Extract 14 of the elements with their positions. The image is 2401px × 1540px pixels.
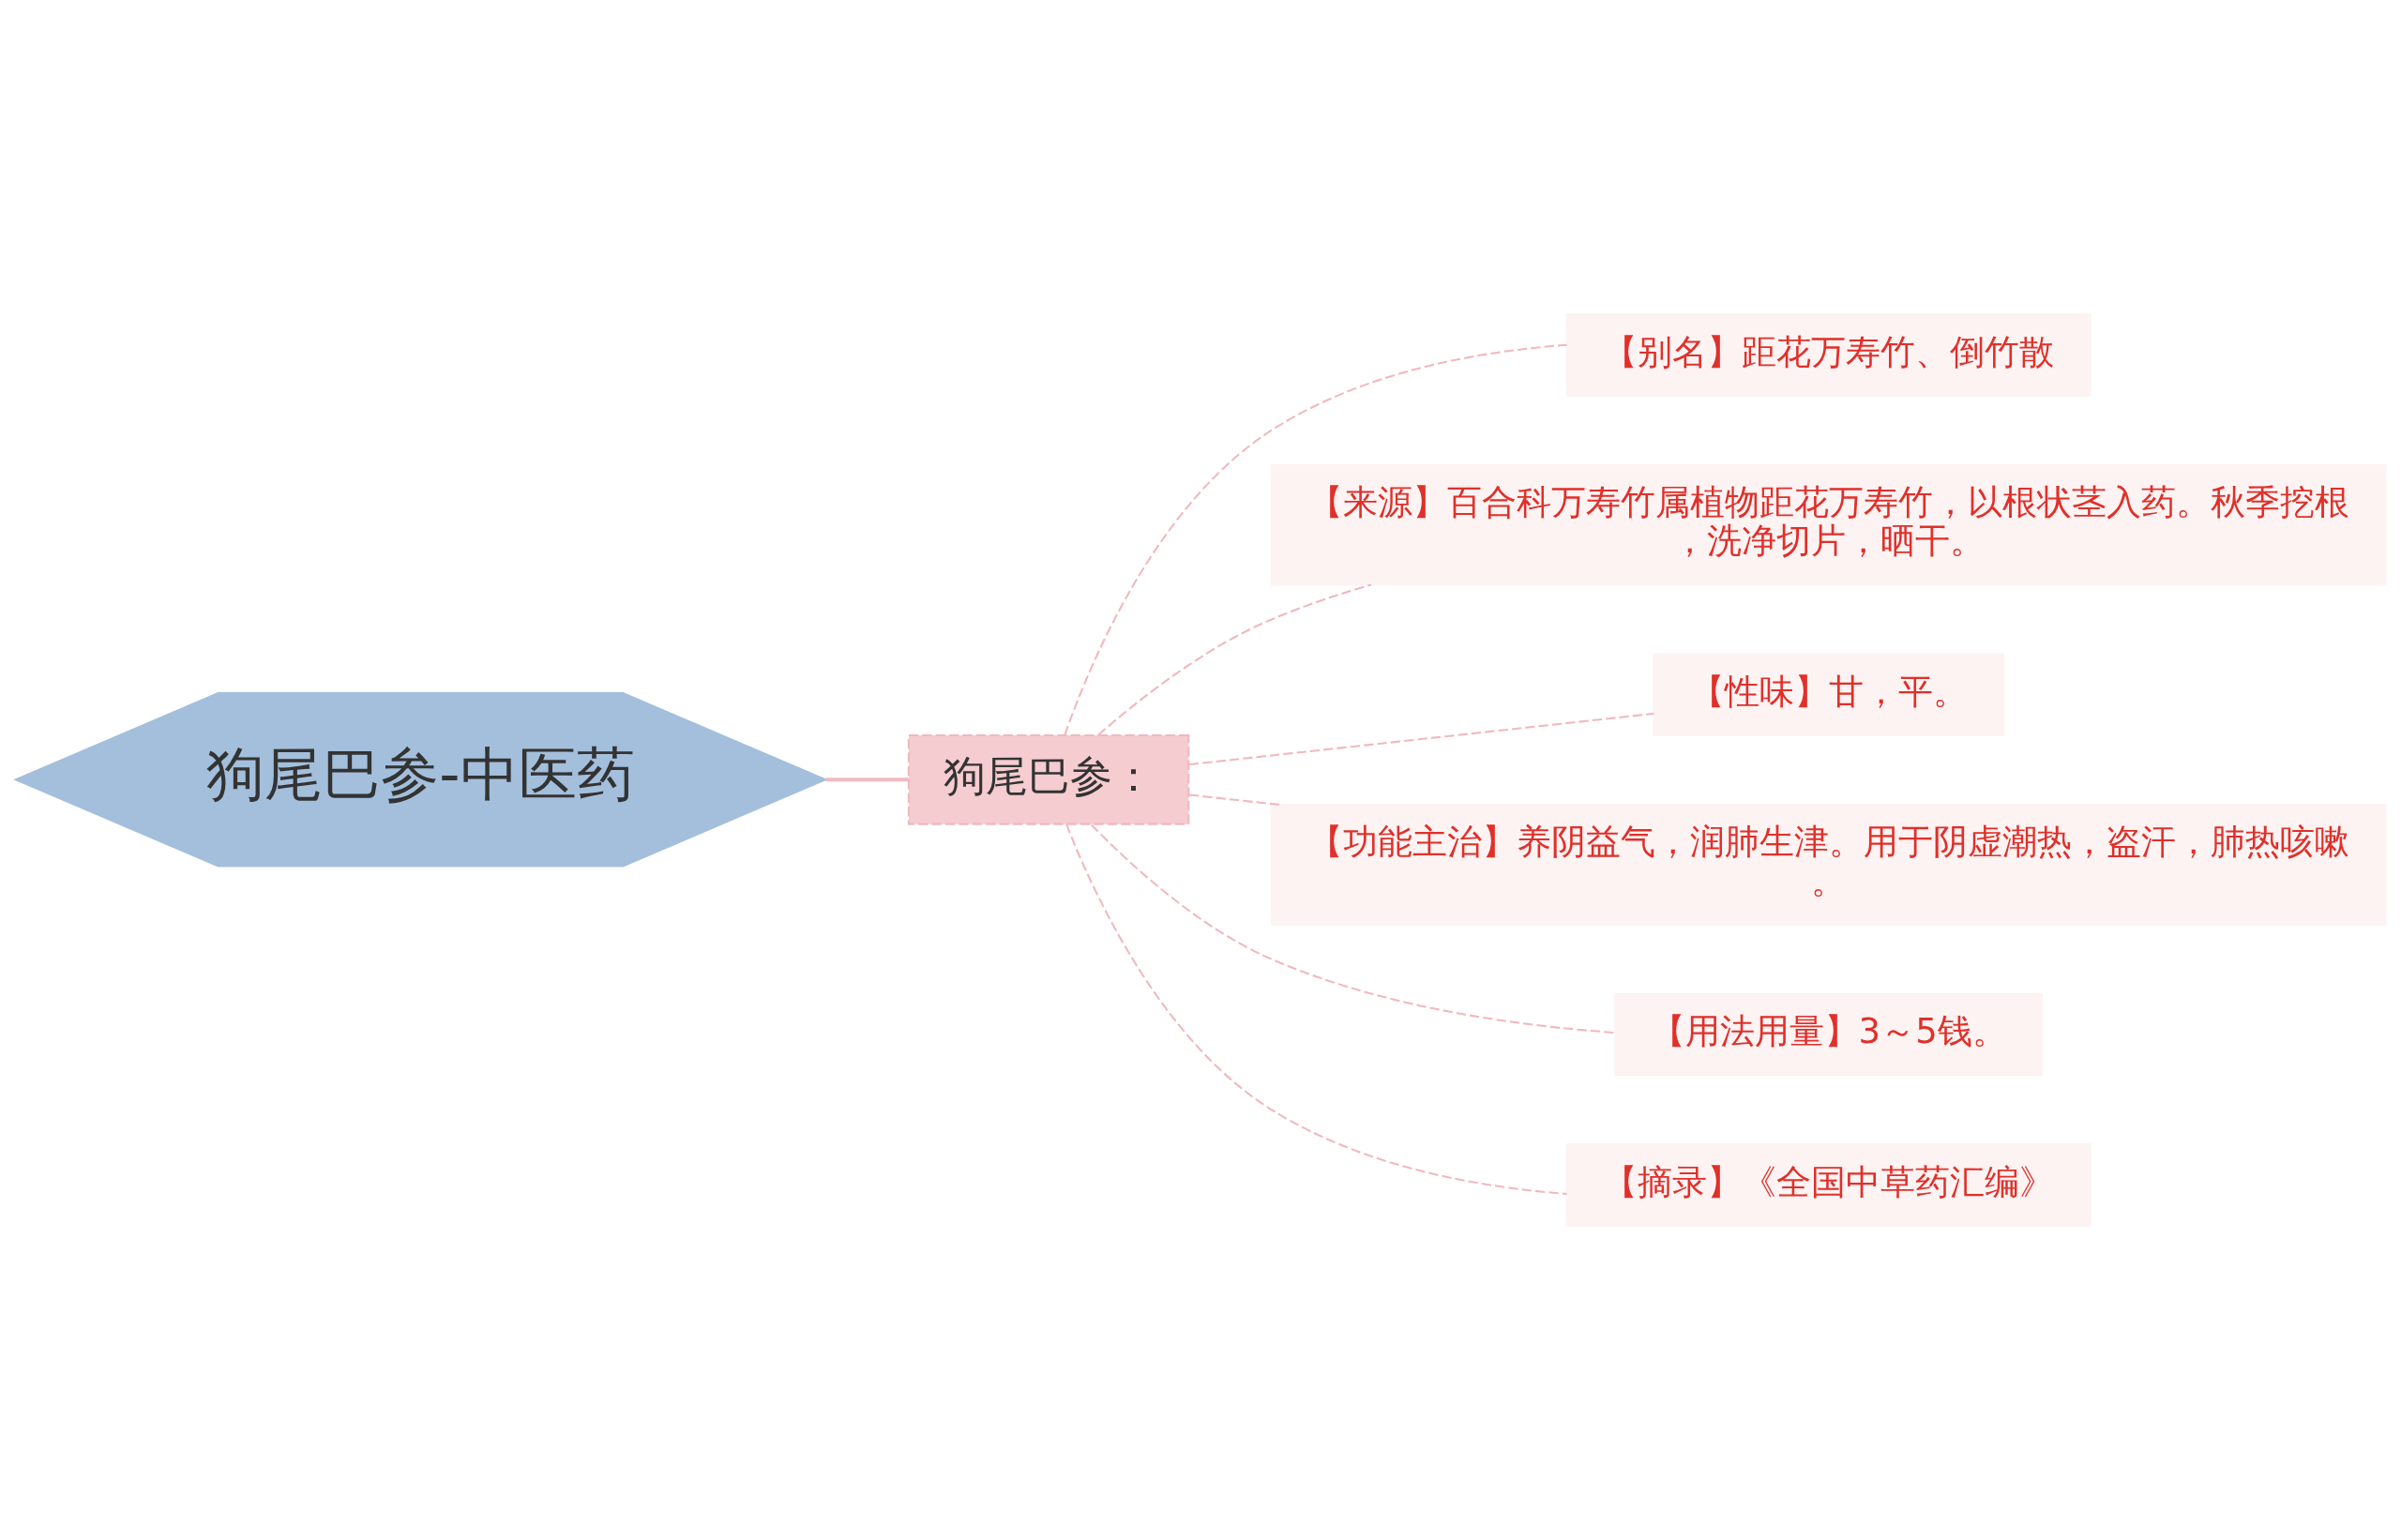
connector xyxy=(1188,712,1654,766)
node-box: 【性味】甘，平。 xyxy=(1653,653,2004,736)
connector xyxy=(1064,343,1567,735)
connector xyxy=(1188,793,1280,806)
node-box: 狗尾巴参： xyxy=(907,733,1190,825)
connector xyxy=(1097,583,1372,736)
node-box: 【来源】百合科万寿竹属植物距花万寿竹，以根状茎入药。秋季挖根，洗净切片，晒干。 xyxy=(1270,463,2387,586)
connector xyxy=(825,778,909,782)
node-box: 【功能主治】养阴益气，润肺生津。用于阴虚潮热，盗汗，肺热咳嗽。 xyxy=(1270,804,2387,926)
node-box: 【摘录】《全国中草药汇编》 xyxy=(1565,1143,2091,1227)
connector xyxy=(1065,823,1567,1195)
node-box: 【用法用量】3～5钱。 xyxy=(1614,992,2044,1077)
node-box: 【别名】距花万寿竹、倒竹散 xyxy=(1565,313,2091,397)
connector xyxy=(1091,823,1616,1034)
